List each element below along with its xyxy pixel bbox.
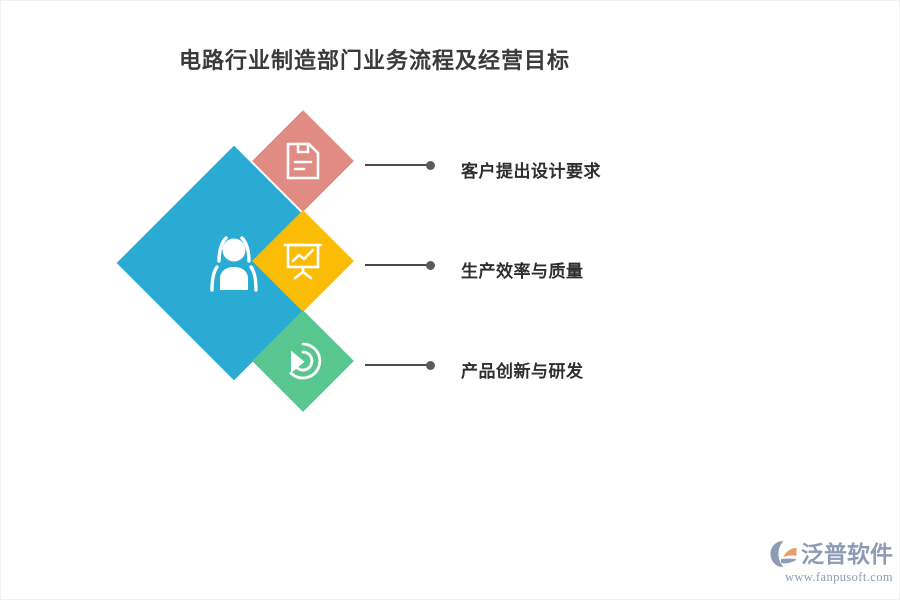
connector-2 bbox=[365, 260, 435, 270]
connector-line bbox=[365, 364, 427, 366]
logo-url: www.fanpusoft.com bbox=[784, 570, 893, 584]
connector-dot bbox=[426, 260, 435, 270]
logo-row: 泛普软件 bbox=[769, 539, 893, 569]
page-title: 电路行业制造部门业务流程及经营目标 bbox=[179, 48, 571, 73]
brand-logo: 泛普软件 www.fanpusoft.com bbox=[769, 539, 893, 587]
connector-1 bbox=[365, 160, 435, 170]
connector-line bbox=[365, 264, 427, 266]
central-node-diamond[interactable] bbox=[116, 145, 352, 381]
step-diamond-3[interactable] bbox=[252, 310, 354, 412]
connector-line bbox=[365, 164, 427, 166]
connector-3 bbox=[365, 360, 435, 370]
logo-name: 泛普软件 bbox=[801, 541, 893, 567]
fanpu-swoosh-logo-icon bbox=[769, 539, 799, 569]
step-label-2: 生产效率与质量 bbox=[461, 262, 584, 281]
connector-dot bbox=[426, 160, 435, 170]
document-save-icon bbox=[285, 142, 321, 180]
connector-dot bbox=[426, 360, 435, 370]
step-diamond-1[interactable] bbox=[252, 110, 354, 212]
users-group-icon bbox=[203, 234, 265, 292]
step-label-3: 产品创新与研发 bbox=[461, 362, 584, 381]
circular-arrow-icon bbox=[284, 342, 322, 380]
step-diamond-2[interactable] bbox=[252, 210, 354, 312]
step-label-1: 客户提出设计要求 bbox=[461, 162, 601, 181]
presentation-chart-icon bbox=[283, 242, 323, 280]
